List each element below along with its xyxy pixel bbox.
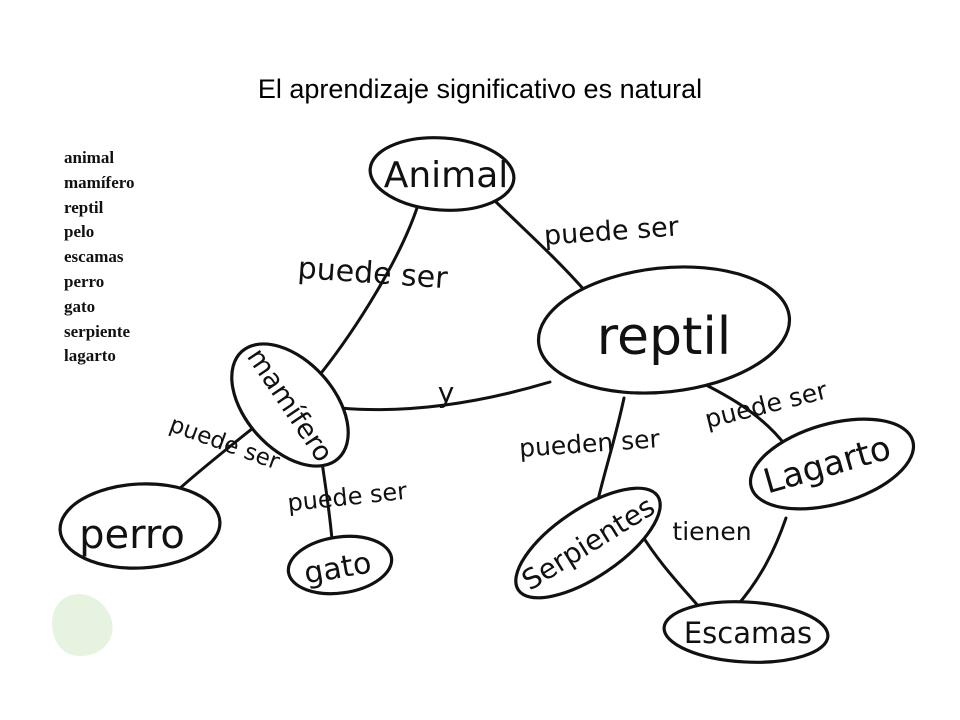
node-animal: Animal	[368, 136, 516, 212]
edge-mamifero-gato	[320, 460, 334, 542]
link-label-mamifero-gato: puede ser	[286, 477, 408, 517]
link-label-animal-reptil: puede ser	[543, 211, 681, 251]
link-label-mamifero-reptil: y	[438, 376, 455, 409]
word-list-item: gato	[64, 296, 96, 316]
link-label-animal-mamifero: puede ser	[297, 251, 450, 296]
edge-reptil-lagarto	[702, 382, 788, 448]
edge-animal-reptil	[492, 198, 588, 294]
word-list-item: reptil	[64, 197, 104, 217]
page-title: El aprendizaje significativo es natural	[257, 74, 703, 104]
word-list-item: lagarto	[64, 346, 116, 366]
node-gato: gato	[286, 534, 394, 596]
word-list-item: perro	[64, 271, 105, 291]
edge-lagarto-escamas	[733, 516, 788, 610]
node-lagarto: Lagarto	[748, 417, 916, 511]
edge-reptil-serpientes	[596, 396, 626, 502]
word-list-item: mamífero	[64, 172, 135, 192]
node-escamas: Escamas	[662, 600, 830, 664]
node-reptil-label: reptil	[597, 307, 732, 367]
word-list-item: animal	[64, 148, 115, 167]
node-mamifero: mamífero	[230, 342, 350, 468]
node-escamas-label: Escamas	[684, 616, 812, 650]
link-label-escamas: tienen	[672, 517, 751, 546]
node-animal-label: Animal	[384, 155, 509, 196]
edge-mamifero-perro	[176, 422, 260, 492]
link-label-reptil-serpientes: pueden ser	[518, 424, 661, 463]
word-list-item: pelo	[64, 222, 95, 242]
word-list-item: escamas	[64, 247, 124, 267]
edge-animal-mamifero	[320, 203, 420, 374]
node-reptil: reptil	[536, 265, 792, 395]
node-perro: perro	[58, 482, 222, 570]
node-serpientes: Serpientes	[514, 486, 662, 600]
green-smudge	[51, 593, 113, 656]
word-list-item: serpiente	[64, 321, 131, 341]
node-perro-label: perro	[79, 512, 185, 558]
edge-mamifero-reptil	[338, 380, 552, 412]
concept-word-list: animal mamífero reptil pelo escamas perr…	[64, 146, 135, 369]
